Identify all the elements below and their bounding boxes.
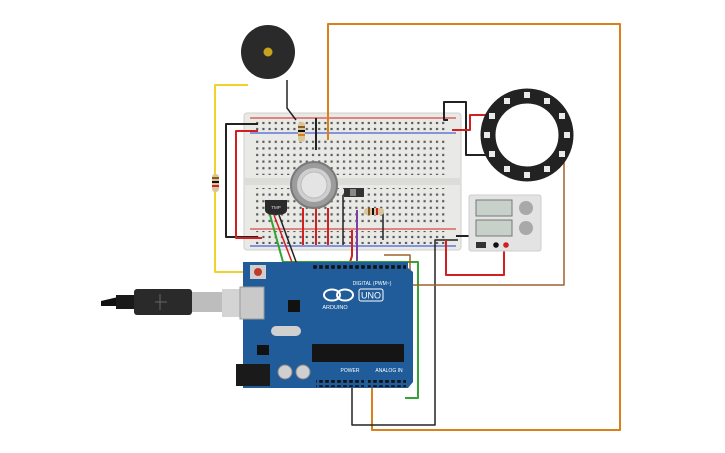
terminal-negative[interactable] [493, 242, 499, 248]
gas-sensor[interactable] [290, 161, 338, 209]
digital-header[interactable] [312, 264, 406, 271]
wire-red-supply[interactable] [445, 240, 505, 276]
crystal-icon [271, 326, 301, 336]
current-display [475, 219, 513, 237]
voltage-regulator [257, 345, 269, 355]
wire-red-left-top[interactable] [235, 130, 262, 239]
capacitor-2 [295, 364, 311, 380]
voltage-knob[interactable] [519, 201, 533, 215]
breadboard[interactable] [243, 112, 462, 251]
reset-button-icon[interactable] [254, 268, 262, 276]
neopixel-ring[interactable] [480, 88, 574, 182]
power-header[interactable] [316, 380, 364, 387]
temperature-sensor[interactable]: TMP [265, 200, 287, 215]
terminal-positive[interactable] [503, 242, 509, 248]
analog-header-label: ANALOG IN [375, 368, 403, 374]
resistor-top[interactable] [298, 122, 305, 142]
resistor-left[interactable] [212, 174, 219, 192]
resistor-right[interactable] [364, 208, 384, 215]
wire-piezo-lead[interactable] [286, 80, 297, 121]
wire-red-ring[interactable] [452, 114, 490, 131]
wire-black-bottom[interactable] [351, 239, 458, 426]
piezo-buzzer[interactable] [241, 25, 295, 79]
usb-plug-icon [155, 294, 167, 310]
power-switch[interactable] [476, 242, 486, 248]
digital-header-label: DIGITAL (PWM~) [353, 281, 392, 287]
power-jack [236, 364, 270, 386]
voltage-display [475, 199, 513, 217]
usb-cable[interactable] [101, 289, 256, 317]
wire-black-ring[interactable] [443, 101, 490, 156]
usb-chip [288, 300, 300, 312]
tmp-label: TMP [271, 205, 281, 210]
capacitor-1 [277, 364, 293, 380]
power-supply[interactable] [468, 194, 542, 252]
model-label: UNO [361, 291, 381, 301]
wire-orange-top[interactable] [327, 23, 621, 431]
current-knob[interactable] [519, 221, 533, 235]
arduino-logo: ARDUINO [322, 288, 354, 311]
usb-jack [239, 286, 265, 320]
slide-switch[interactable] [344, 188, 364, 197]
chip-icon [312, 344, 404, 362]
brand-label: ARDUINO [322, 305, 348, 311]
power-header-label: POWER [341, 368, 360, 374]
analog-header[interactable] [368, 380, 406, 387]
wire-red-digital[interactable] [349, 230, 353, 263]
arduino-uno[interactable]: DIGITAL (PWM~) ARDUINO UNO POWER ANALOG … [236, 262, 413, 388]
